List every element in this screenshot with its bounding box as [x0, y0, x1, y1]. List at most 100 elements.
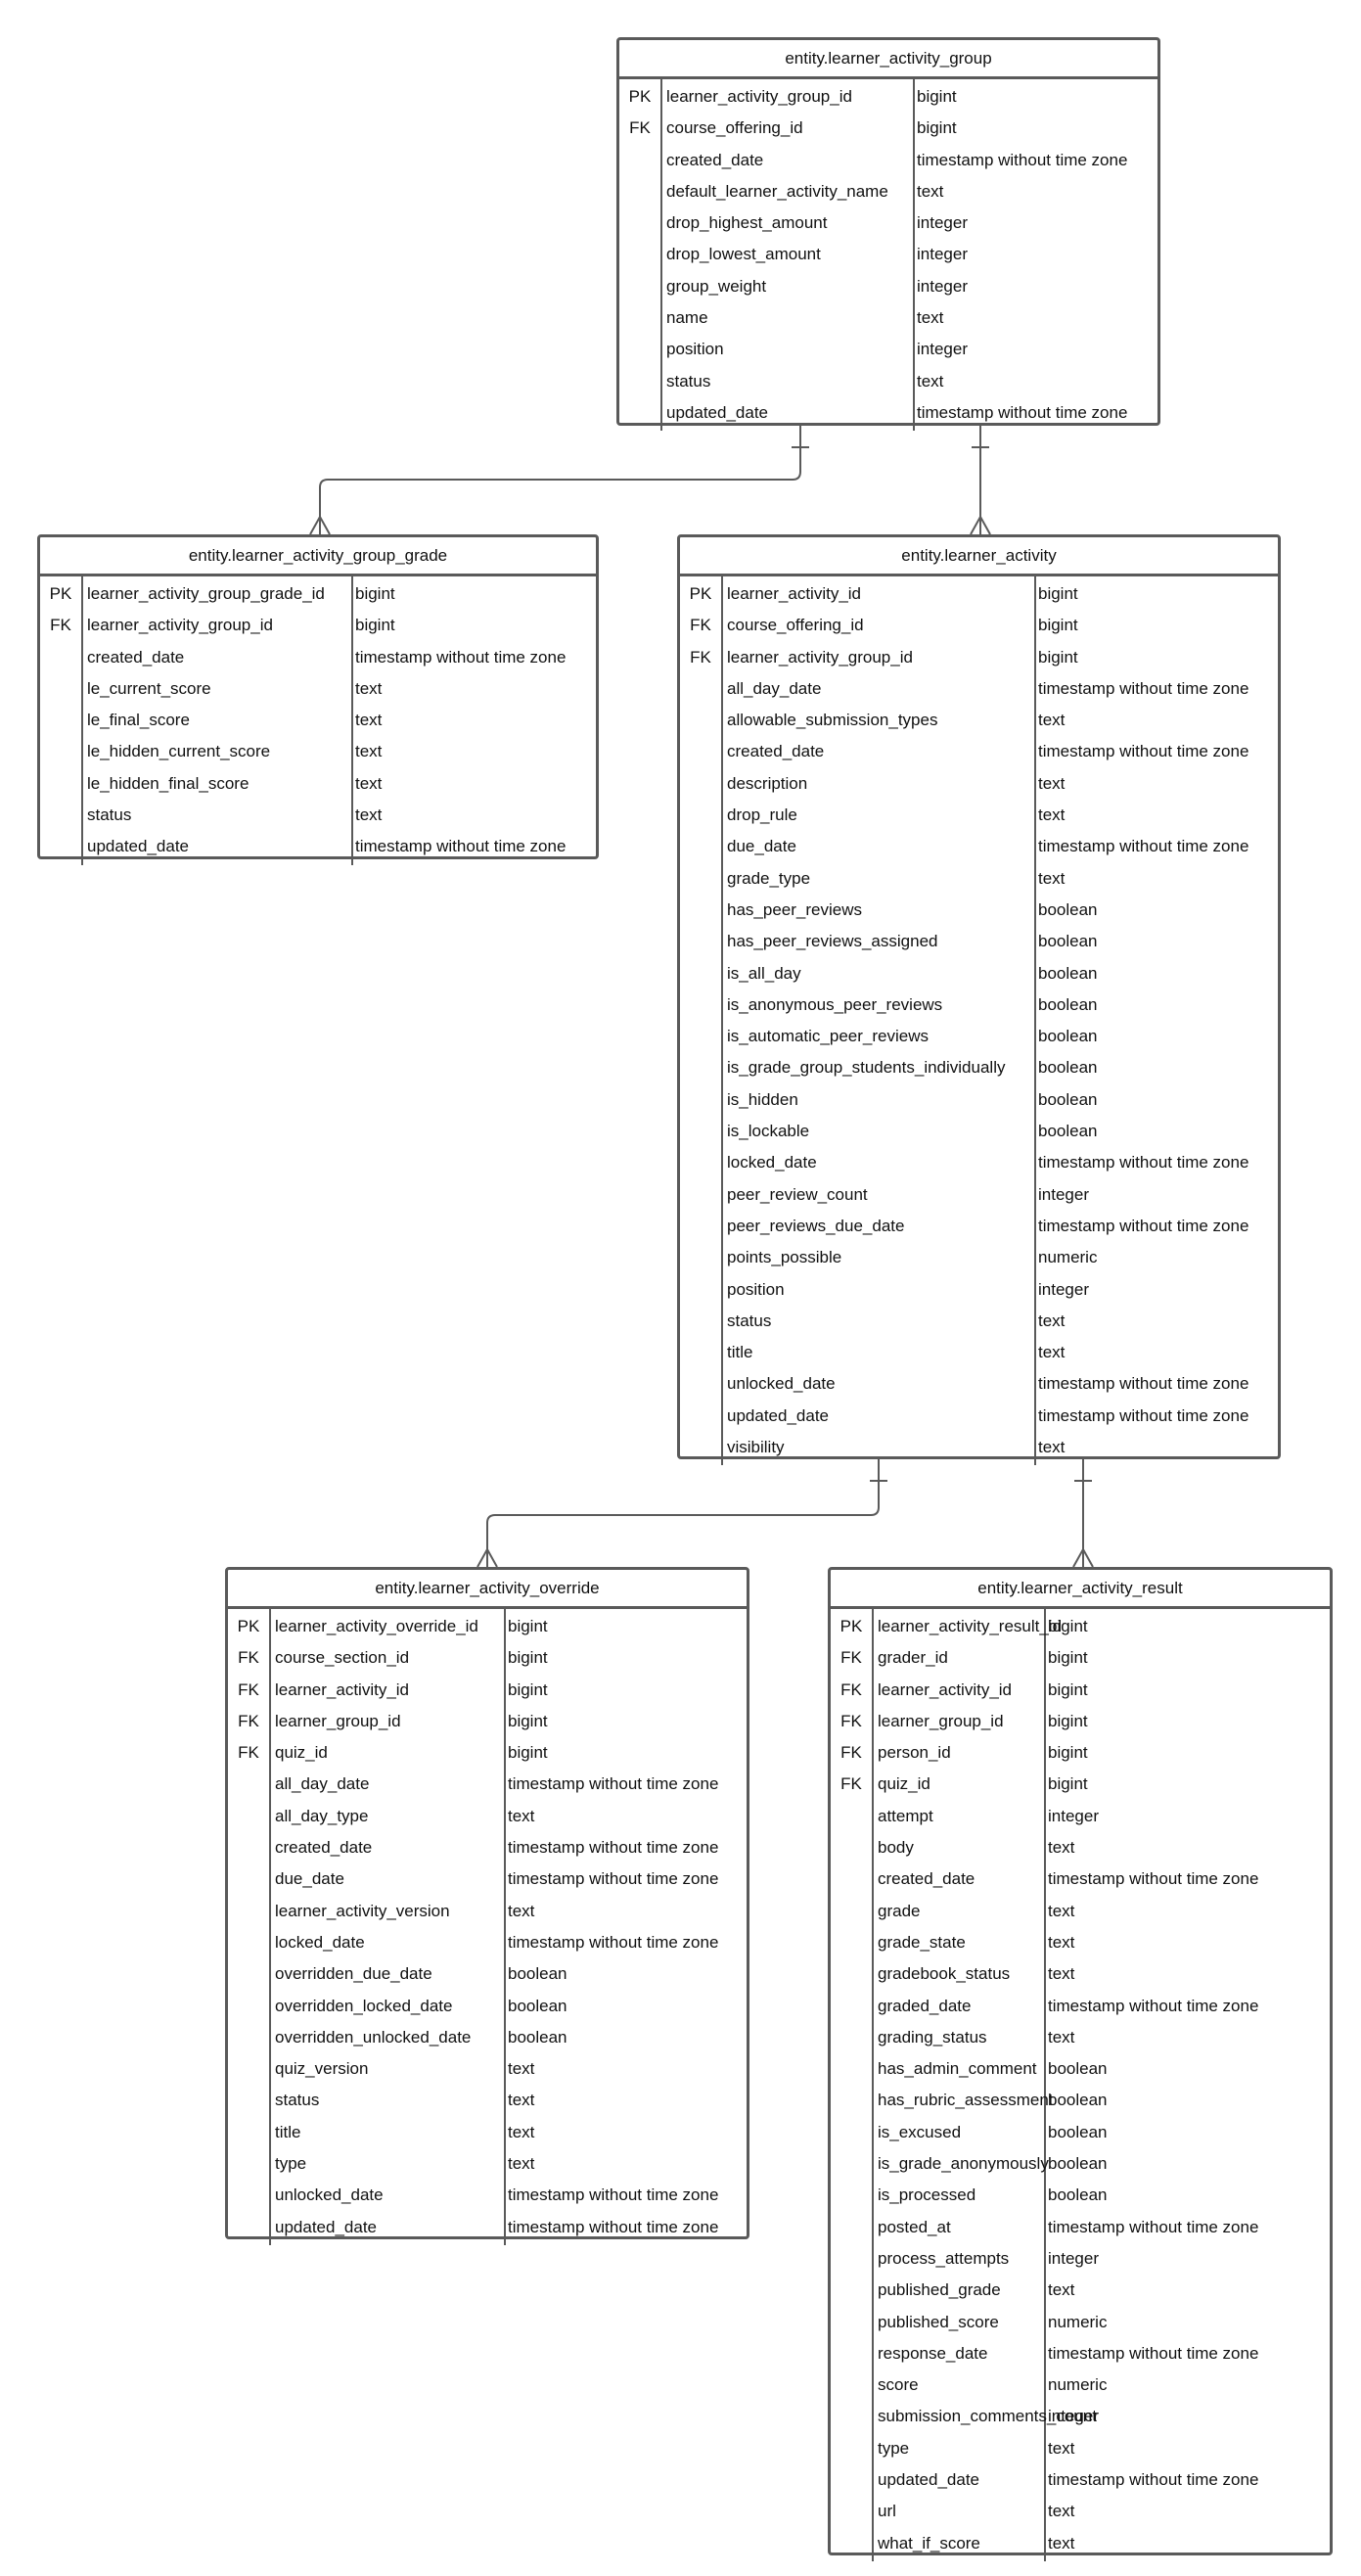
column-name: grade	[878, 1901, 921, 1920]
column-name: submission_comments_count	[878, 2407, 1097, 2426]
column-name: process_attempts	[878, 2248, 1010, 2268]
entity-title: entity.learner_activity_override	[228, 1570, 747, 1609]
column-type: timestamp without time zone	[1048, 2470, 1259, 2490]
column-type: text	[508, 2122, 535, 2141]
column-name: peer_reviews_due_date	[727, 1216, 905, 1235]
column-type: text	[508, 2091, 535, 2110]
column-row: is_processed boolean	[831, 2182, 1330, 2213]
column-name: unlocked_date	[727, 1374, 836, 1394]
column-type: timestamp without time zone	[508, 1774, 719, 1794]
column-name: what_if_score	[878, 2533, 980, 2553]
column-key: FK	[840, 1711, 862, 1730]
column-name: course_offering_id	[666, 118, 803, 138]
column-name: drop_rule	[727, 805, 797, 825]
column-name: created_date	[666, 150, 764, 169]
column-type: timestamp without time zone	[1038, 1405, 1249, 1425]
column-name: name	[666, 308, 708, 328]
column-name: learner_activity_result_id	[878, 1617, 1063, 1635]
column-name: unlocked_date	[275, 2185, 384, 2205]
column-name: description	[727, 773, 808, 793]
entity-title: entity.learner_activity_group	[619, 40, 1157, 79]
column-name: visibility	[727, 1438, 785, 1457]
column-type: text	[1048, 1901, 1075, 1920]
column-key: PK	[237, 1617, 260, 1635]
column-type: bigint	[1038, 647, 1078, 667]
column-name: quiz_id	[878, 1774, 930, 1794]
column-name: status	[87, 805, 132, 825]
column-name: locked_date	[727, 1153, 817, 1173]
column-name: learner_activity_group_id	[666, 87, 852, 106]
column-type: text	[508, 1901, 535, 1920]
column-type: text	[1048, 1838, 1075, 1858]
column-name: le_hidden_final_score	[87, 773, 250, 793]
col-line-key	[269, 1609, 271, 2245]
column-name: published_score	[878, 2312, 999, 2331]
column-name: learner_activity_id	[727, 584, 862, 603]
column-name: drop_highest_amount	[666, 213, 828, 233]
column-key: FK	[840, 1679, 862, 1699]
column-name: all_day_date	[727, 678, 822, 698]
column-name: due_date	[275, 1869, 344, 1889]
column-name: created_date	[878, 1869, 975, 1889]
column-type: bigint	[1038, 616, 1078, 635]
column-name: is_all_day	[727, 963, 801, 983]
column-type: boolean	[1048, 2185, 1108, 2205]
column-type: bigint	[1048, 1679, 1088, 1699]
column-key: PK	[628, 87, 652, 106]
column-type: timestamp without time zone	[1038, 1216, 1249, 1235]
column-type: timestamp without time zone	[508, 2185, 719, 2205]
column-name: type	[878, 2438, 910, 2458]
column-type: bigint	[508, 1648, 548, 1668]
column-key: FK	[50, 616, 71, 635]
column-name: le_final_score	[87, 711, 190, 730]
col-line-key	[81, 576, 83, 865]
column-name: grade_type	[727, 868, 811, 888]
column-type: numeric	[1038, 1248, 1098, 1267]
column-name: drop_lowest_amount	[666, 245, 821, 264]
column-name: posted_at	[878, 2217, 951, 2236]
column-name: is_processed	[878, 2185, 976, 2205]
relationship-line	[319, 426, 801, 534]
column-name: all_day_type	[275, 1806, 369, 1825]
column-type: bigint	[508, 1617, 548, 1635]
entity-learner-activity-group: entity.learner_activity_group PK learner_…	[616, 37, 1160, 432]
column-type: integer	[1038, 1279, 1089, 1299]
column-type: bigint	[355, 584, 395, 603]
column-type: text	[1048, 2502, 1075, 2521]
column-type: text	[1038, 1311, 1066, 1330]
column-type: text	[1048, 2280, 1075, 2300]
